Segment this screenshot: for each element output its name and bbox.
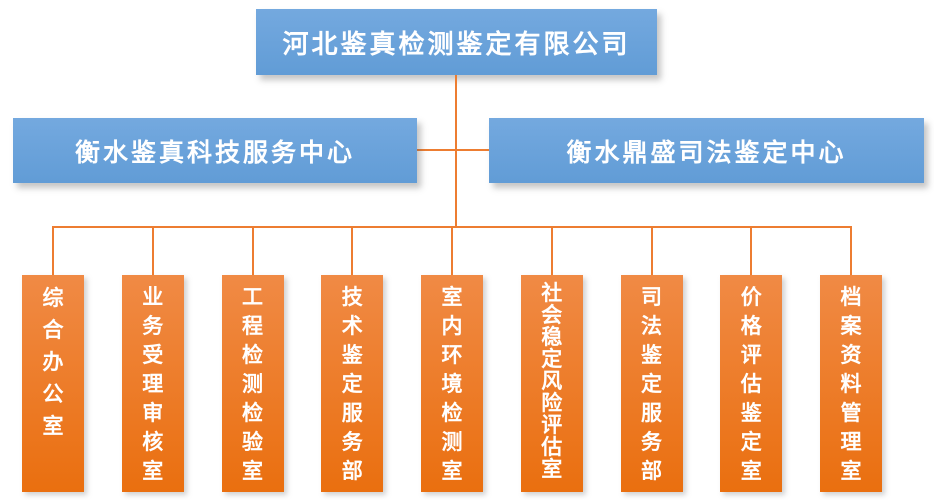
dept-connector-line — [52, 226, 54, 275]
center-box-right: 衡水鼎盛司法鉴定中心 — [489, 118, 924, 183]
dept-box: 技术鉴定服务部 — [321, 226, 384, 492]
dept-label: 综合办公室 — [42, 287, 64, 438]
dept-connector-line — [251, 226, 254, 275]
dept-label: 业务受理审核室 — [142, 286, 164, 483]
dept-label: 工程检测检验室 — [242, 286, 263, 483]
dept-box: 室内环境检测室 — [421, 226, 483, 492]
company-root-label: 河北鉴真检测鉴定有限公司 — [282, 28, 631, 59]
center-label-right: 衡水鼎盛司法鉴定中心 — [566, 138, 847, 167]
dept-box: 价格评估鉴定室 — [720, 226, 783, 492]
dept-connector-line — [850, 226, 852, 275]
dept-box: 综合办公室 — [22, 226, 84, 492]
dept-box: 档案资料管理室 — [820, 226, 882, 492]
dept-label: 档案资料管理室 — [840, 286, 862, 483]
dept-connector-line — [550, 226, 553, 275]
dept-connector-line — [351, 226, 354, 275]
dept-label: 价格评估鉴定室 — [740, 286, 762, 483]
dept-box: 业务受理审核室 — [121, 226, 184, 492]
centers-link-line — [417, 149, 489, 151]
company-root-box: 河北鉴真检测鉴定有限公司 — [256, 9, 657, 75]
dept-connector-line — [650, 226, 653, 275]
center-box-left: 衡水鉴真科技服务中心 — [13, 118, 417, 183]
departments-row: 综合办公室 业务受理审核室 工程检测检验室 技术鉴定服务部 室内环境检测室 社会… — [22, 226, 882, 492]
root-connector-line — [455, 75, 457, 227]
dept-box: 司法鉴定服务部 — [620, 226, 683, 492]
center-label-left: 衡水鉴真科技服务中心 — [74, 138, 355, 167]
dept-box: 社会稳定风险评估室 — [520, 226, 583, 492]
dept-box: 工程检测检验室 — [221, 226, 284, 492]
dept-connector-line — [151, 226, 154, 275]
dept-label: 社会稳定风险评估室 — [541, 282, 563, 481]
dept-label: 室内环境检测室 — [441, 286, 463, 483]
dept-label: 技术鉴定服务部 — [341, 286, 363, 483]
dept-connector-line — [750, 226, 753, 275]
dept-label: 司法鉴定服务部 — [641, 286, 662, 483]
dept-connector-line — [451, 226, 453, 275]
